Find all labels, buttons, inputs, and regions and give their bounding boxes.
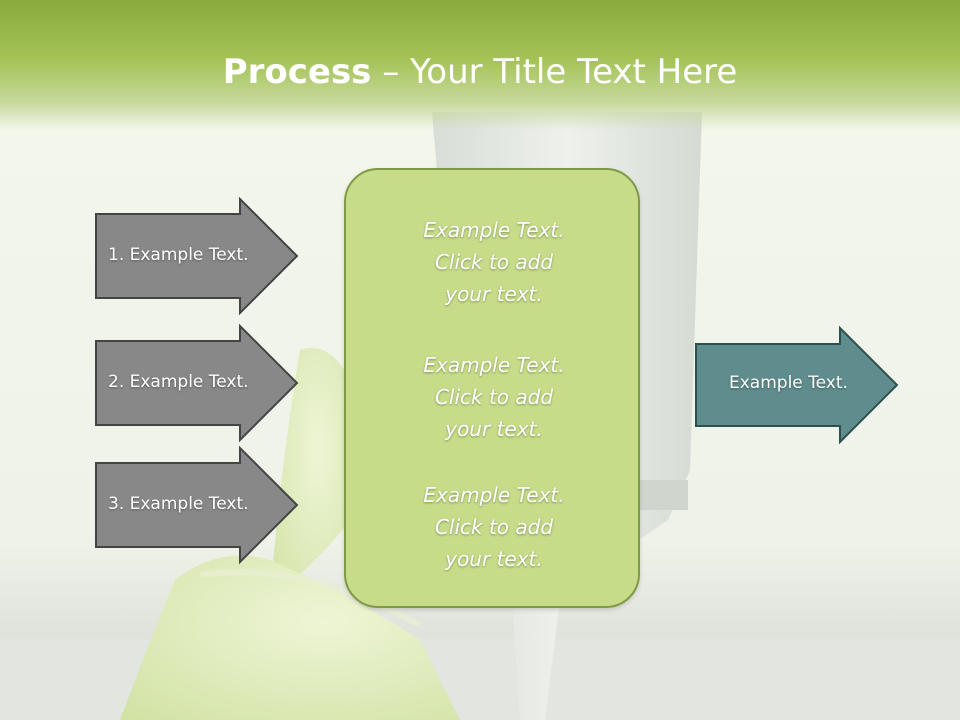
left-arrow-3-label: 3. Example Text. bbox=[108, 494, 249, 514]
center-text-line: Example Text. bbox=[423, 353, 565, 377]
title-bold: Process bbox=[222, 52, 372, 92]
center-text-block-3[interactable]: Example Text. Click to add your text. bbox=[346, 479, 642, 575]
center-text-block-2[interactable]: Example Text. Click to add your text. bbox=[346, 349, 642, 445]
center-text-line: Click to add bbox=[434, 250, 554, 274]
center-text-line: Example Text. bbox=[423, 483, 565, 507]
left-arrow-2[interactable] bbox=[95, 323, 299, 443]
center-text-line: Example Text. bbox=[423, 218, 565, 242]
left-arrow-1-label: 1. Example Text. bbox=[108, 245, 249, 265]
center-text-line: Click to add bbox=[434, 385, 554, 409]
left-arrow-3[interactable] bbox=[95, 445, 299, 565]
lime-slice-upper bbox=[270, 348, 350, 600]
right-arrow-label: Example Text. bbox=[729, 373, 848, 393]
center-text-line: your text. bbox=[445, 282, 543, 306]
center-text-box[interactable]: Example Text. Click to add your text. Ex… bbox=[344, 168, 640, 608]
center-text-block-1[interactable]: Example Text. Click to add your text. bbox=[346, 214, 642, 310]
left-arrow-2-label: 2. Example Text. bbox=[108, 372, 249, 392]
center-text-line: Click to add bbox=[434, 515, 554, 539]
title-band bbox=[0, 0, 960, 130]
title-rest: – Your Title Text Here bbox=[371, 52, 738, 92]
center-text-line: your text. bbox=[445, 547, 543, 571]
slide-title: Process – Your Title Text Here bbox=[0, 52, 960, 92]
center-text-line: your text. bbox=[445, 417, 543, 441]
lime-slice-lower bbox=[120, 555, 460, 720]
left-arrow-1[interactable] bbox=[95, 196, 299, 316]
right-arrow[interactable] bbox=[695, 325, 899, 445]
